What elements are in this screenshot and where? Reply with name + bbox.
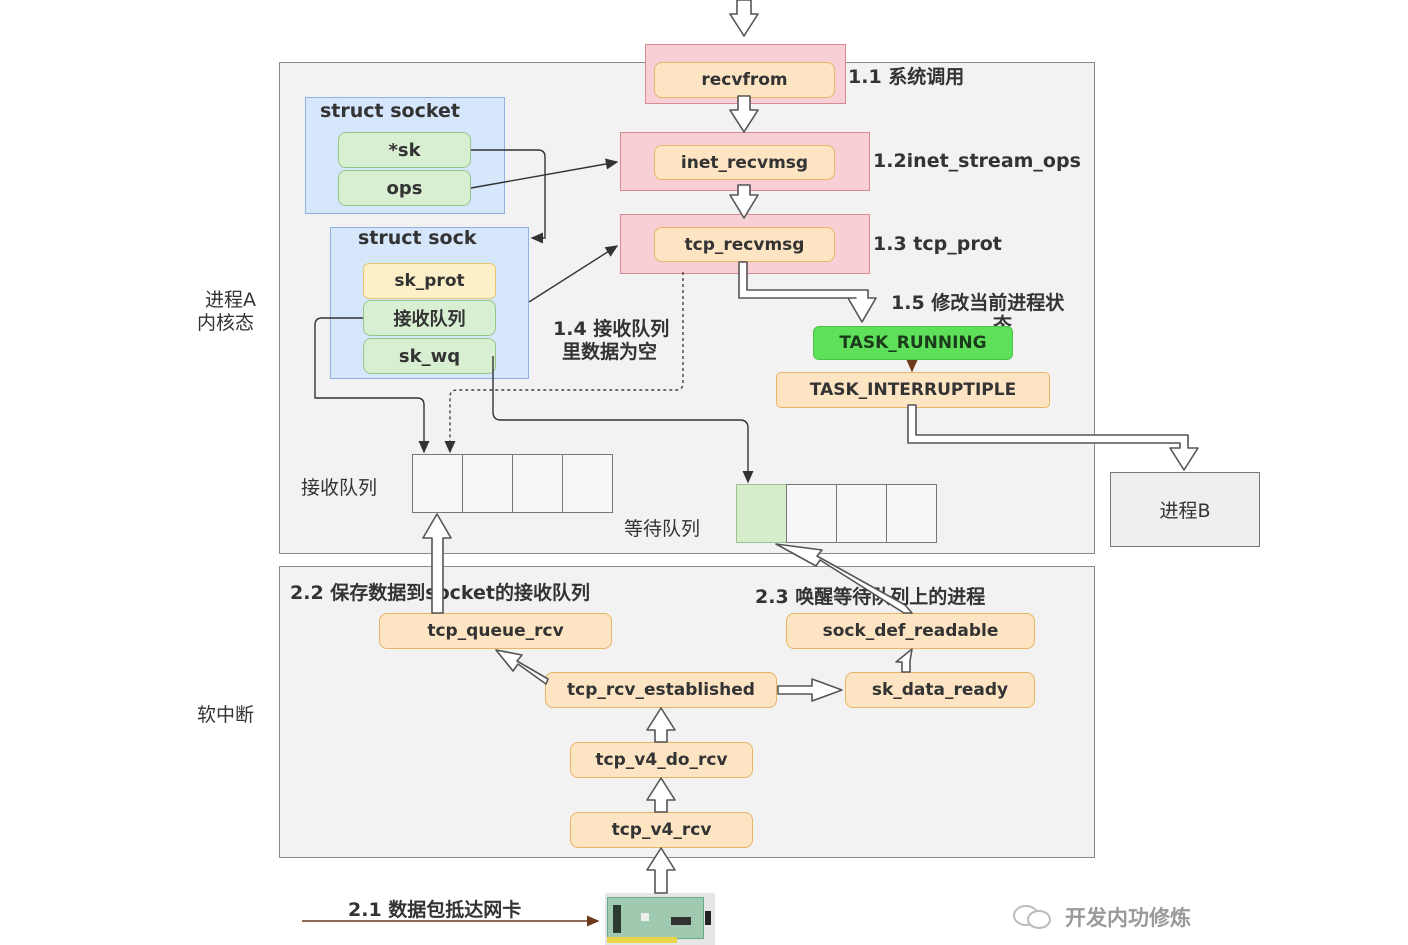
connector-ops-to-inet [470,158,619,189]
tcp-recvmsg-node[interactable]: tcp_recvmsg [654,227,835,262]
connector-tcp-recvmsg-dashed [444,272,684,454]
arrow-v4rcv-to-dorcv [646,777,676,813]
tcp-queue-rcv-node[interactable]: tcp_queue_rcv [379,613,612,649]
wait-queue-cell [886,484,937,543]
wait-queue-label: 等待队列 [624,518,701,540]
arrow-queue-rcv-to-receive-queue [422,513,452,614]
wait-queue-cell [836,484,887,543]
recvfrom-caption: 1.1 系统调用 [848,66,965,88]
task-running-state[interactable]: TASK_RUNNING [813,326,1013,360]
arrow-recvfrom-to-inet [729,95,759,133]
nic-caption: 2.1 数据包抵达网卡 [348,899,522,921]
arrow-dorcv-to-established [646,707,676,743]
arrow-into-recvfrom [729,0,759,37]
arrow-tcp-to-state [738,261,877,323]
struct-sock-title: struct sock [358,227,477,249]
sk-data-ready-node[interactable]: sk_data_ready [845,672,1035,708]
receive-queue-cell [512,454,563,513]
tcp-prot-caption: 1.3 tcp_prot [873,233,1002,255]
receive-queue-cell [562,454,613,513]
wait-queue-cell [786,484,837,543]
arrow-readable-to-wait-queue [775,543,913,614]
arrow-state-to-process-b [907,404,1199,471]
sock-field-sk-prot[interactable]: sk_prot [363,263,496,299]
arrow-established-to-data-ready [777,678,843,702]
empty-queue-note-line2: 里数据为空 [562,341,658,363]
connector-sock-to-tcp-recvmsg [528,245,619,303]
softirq-label: 软中断 [197,704,255,726]
process-a-label-line1: 进程A [205,289,256,311]
watermark-text: 开发内功修炼 [1065,906,1191,930]
struct-socket-title: struct socket [320,100,460,122]
connector-field-to-receive-queue [314,317,430,454]
receive-queue-cell [412,454,463,513]
sock-field-sk-wq[interactable]: sk_wq [363,338,496,374]
process-b-box[interactable]: 进程B [1110,472,1260,547]
inet-stream-ops-caption: 1.2inet_stream_ops [873,150,1081,172]
sock-def-readable-node[interactable]: sock_def_readable [786,613,1035,649]
arrow-established-to-queue-rcv [495,649,549,685]
arrow-inet-to-tcp [729,184,759,219]
socket-field-ops[interactable]: ops [338,170,471,206]
tcp-v4-do-rcv-node[interactable]: tcp_v4_do_rcv [570,742,753,778]
connector-skwq-to-wait-queue [492,356,754,484]
wechat-icon [1013,903,1053,929]
process-a-label-line2: 内核态 [197,312,255,334]
tcp-rcv-established-node[interactable]: tcp_rcv_established [545,672,777,708]
network-card-icon [605,893,715,945]
connector-sk-to-sock [471,149,546,244]
wake-process-caption: 2.3 唤醒等待队列上的进程 [755,586,986,608]
sock-field-receive-queue[interactable]: 接收队列 [363,300,496,336]
arrow-data-ready-to-readable [895,648,913,673]
receive-queue-cell [462,454,513,513]
inet-recvmsg-node[interactable]: inet_recvmsg [654,145,835,180]
empty-queue-note-line1: 1.4 接收队列 [553,318,670,340]
receive-queue-label: 接收队列 [301,477,378,499]
state-change-caption-line1: 1.5 修改当前进程状 [891,292,1065,314]
arrow-nic-to-tcp-v4-rcv [646,847,676,894]
socket-field-sk[interactable]: *sk [338,132,471,168]
